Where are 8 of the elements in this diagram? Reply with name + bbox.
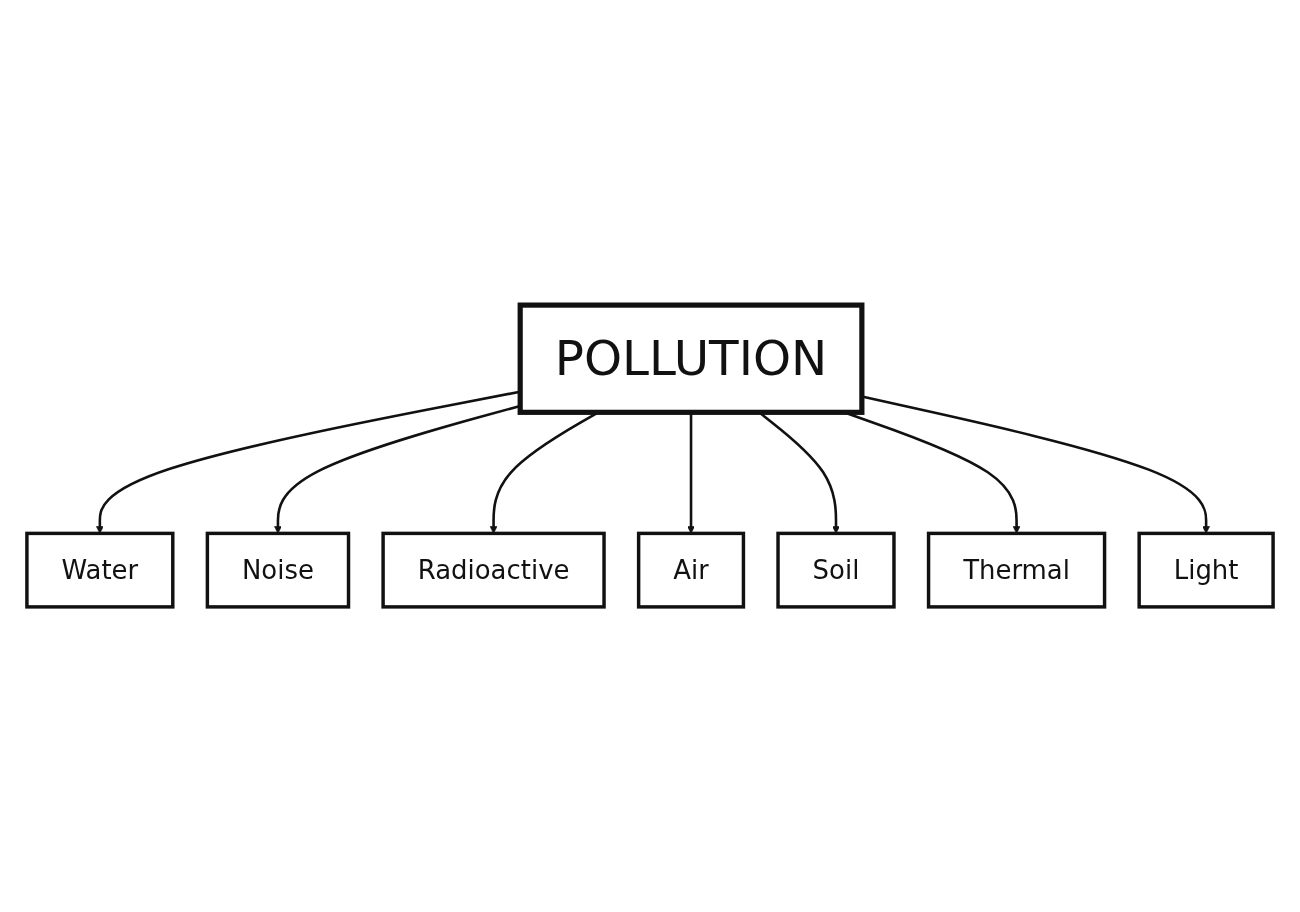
node-box: Water [25,531,175,609]
node-box: Thermal [926,531,1107,609]
node-box: Light [1137,531,1275,609]
node-box: Soil [776,531,896,609]
node-box: Noise [205,531,351,609]
node-box: Air [636,531,746,609]
node-box: Radioactive [381,531,606,609]
node-box: POLLUTION [517,302,865,415]
